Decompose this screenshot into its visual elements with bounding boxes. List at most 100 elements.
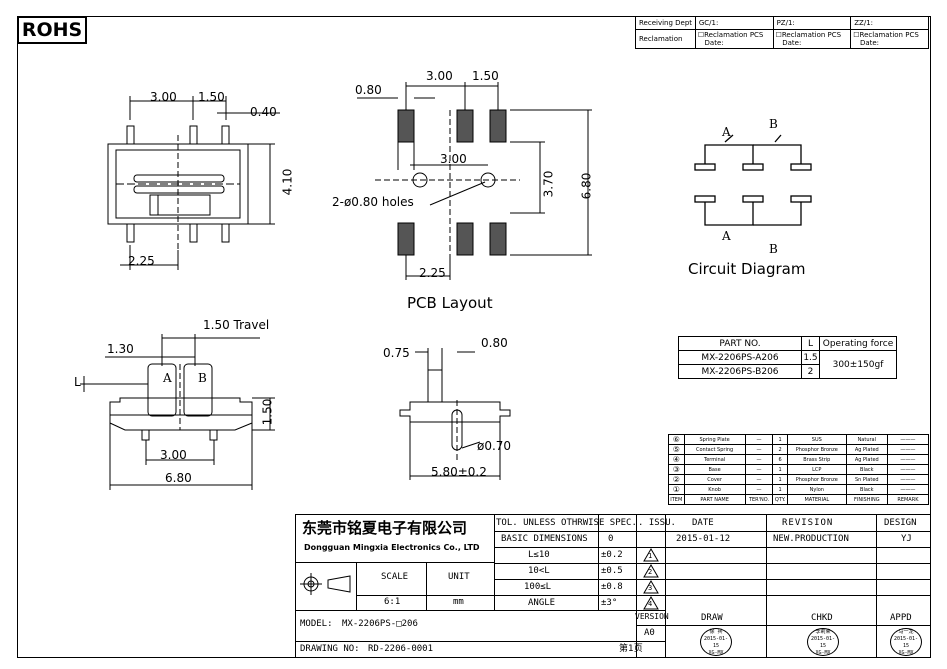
- rev-mark-1: 1: [648, 552, 653, 560]
- rev-mark-4: 4: [648, 600, 653, 608]
- design-header: DESIGN: [884, 518, 917, 528]
- side-knob-a: A: [163, 371, 172, 385]
- issue-design: YJ: [901, 534, 912, 544]
- dim-side-300: 3.00: [160, 448, 187, 462]
- pcb-caption: PCB Layout: [407, 294, 493, 312]
- tol-row-1-val: ±0.2: [601, 550, 623, 560]
- rohs-badge: ROHS: [17, 16, 87, 44]
- tol-row-2-range: 10<L: [528, 566, 550, 576]
- part-force: 300±150gf: [819, 350, 897, 379]
- issue-revision: NEW.PRODUCTION: [773, 534, 849, 544]
- stamp-chkd-name: 李莉荣: [815, 629, 831, 635]
- model-label: MODEL:: [300, 619, 333, 629]
- recl-date-1: Date:: [704, 39, 724, 47]
- dim-side-travel: 1.50 Travel: [203, 318, 270, 332]
- basic-tol: 0: [608, 534, 614, 544]
- version-label: VERSION: [635, 612, 669, 621]
- zz-field: ZZ/1:: [850, 16, 929, 30]
- stamp-draw-code: XG-MX: [708, 650, 724, 656]
- dim-top-225: 2.25: [128, 254, 155, 268]
- dim-side-l: L: [74, 375, 81, 389]
- stamp-appd-code: XG-MX: [898, 650, 914, 656]
- stamp-chkd-code: XG-MX: [815, 650, 831, 656]
- circuit-b-bottom: B: [769, 242, 778, 256]
- company-name-cn: 东莞市铭夏电子有限公司: [302, 519, 468, 537]
- recl-cell-3: ☐Reclamation PCS Date:: [850, 29, 929, 49]
- dim-top-040: 0.40: [250, 105, 277, 119]
- appd-header: APPD: [890, 613, 912, 623]
- projection-symbol-icon: [300, 573, 351, 595]
- dim-top-150: 1.50: [198, 90, 225, 104]
- recl-cell-1: ☐Reclamation PCS Date:: [694, 29, 774, 49]
- draw-header: DRAW: [701, 613, 723, 623]
- stamp-draw-date: 2015-01-15: [703, 636, 729, 649]
- rev-mark-3: 3: [648, 584, 653, 592]
- tol-row-4-val: ±3°: [601, 598, 618, 608]
- part-table-header-l: L: [801, 336, 820, 351]
- scale-value: 6:1: [384, 597, 401, 607]
- dim-top-410: 4.10: [280, 168, 295, 196]
- dim-side-680: 6.80: [165, 471, 192, 485]
- drawing-no-label: DRAWING NO:: [300, 644, 360, 654]
- recl-pcs-1: ☐Reclamation PCS: [697, 31, 764, 39]
- dim-top-300: 3.00: [150, 90, 177, 104]
- gc-field: GC/1:: [694, 16, 774, 30]
- part-row-2-l: 2: [801, 364, 820, 379]
- dim-end-070: ø0.70: [477, 439, 512, 453]
- unit-value: mm: [453, 597, 464, 607]
- stamp-draw-name: 徐 兵: [709, 629, 723, 635]
- dim-side-150: 1.50: [260, 398, 275, 426]
- tol-header: TOL. UNLESS OTHRWISE SPEC.: [496, 518, 637, 528]
- tol-row-3-val: ±0.8: [601, 582, 623, 592]
- receiving-dept-label: Receiving Dept: [635, 16, 696, 30]
- drawing-no-value: RD-2206-0001: [368, 644, 434, 654]
- circuit-diagram: [694, 134, 812, 226]
- recl-cell-2: ☐Reclamation PCS Date:: [772, 29, 852, 49]
- pz-field: PZ/1:: [772, 16, 852, 30]
- circuit-a-bottom: A: [722, 229, 731, 243]
- stamp-appd-name: 马一龙: [898, 629, 914, 635]
- dim-pcb-370: 3.70: [541, 170, 556, 198]
- dim-pcb-080: 0.80: [355, 83, 382, 97]
- page-number: 第1页: [619, 644, 643, 654]
- side-view-drawing: [80, 334, 275, 490]
- date-header: DATE: [692, 518, 714, 528]
- circuit-caption: Circuit Diagram: [688, 260, 806, 278]
- dim-pcb-300: 3.00: [426, 69, 453, 83]
- top-view-drawing: [107, 96, 280, 270]
- pcb-holes-label: 2-ø0.80 holes: [332, 195, 414, 209]
- part-table-header-force: Operating force: [819, 336, 897, 351]
- dim-side-130: 1.30: [107, 342, 134, 356]
- tol-row-4-range: ANGLE: [528, 598, 556, 608]
- part-row-1-no: MX-2206PS-A206: [678, 350, 802, 365]
- version-value: A0: [644, 628, 655, 638]
- unit-label: UNIT: [448, 572, 470, 582]
- part-table-header-part: PART NO.: [678, 336, 802, 351]
- dim-pcb-225: 2.25: [419, 266, 446, 280]
- recl-pcs-2: ☐Reclamation PCS: [775, 31, 842, 39]
- rev-triangle-icons: [643, 548, 659, 610]
- pcb-layout-drawing: [357, 82, 592, 280]
- side-knob-b: B: [198, 371, 207, 385]
- part-table: PART NO. L Operating force MX-2206PS-A20…: [678, 336, 897, 379]
- dim-pcb-680: 6.80: [579, 172, 594, 200]
- revision-header: REVISION: [782, 518, 834, 528]
- dim-pcb-300b: 3.00: [440, 152, 467, 166]
- title-block: 东莞市铭夏电子有限公司 Dongguan Mingxia Electronics…: [295, 514, 930, 657]
- part-row-2-no: MX-2206PS-B206: [678, 364, 802, 379]
- end-view-drawing: [399, 348, 511, 480]
- recl-date-3: Date:: [859, 39, 880, 47]
- tol-row-2-val: ±0.5: [601, 566, 623, 576]
- recl-date-2: Date:: [782, 39, 802, 47]
- tol-row-3-range: 100≤L: [524, 582, 552, 592]
- dim-end-075: 0.75: [383, 346, 410, 360]
- issue-date: 2015-01-12: [676, 534, 731, 544]
